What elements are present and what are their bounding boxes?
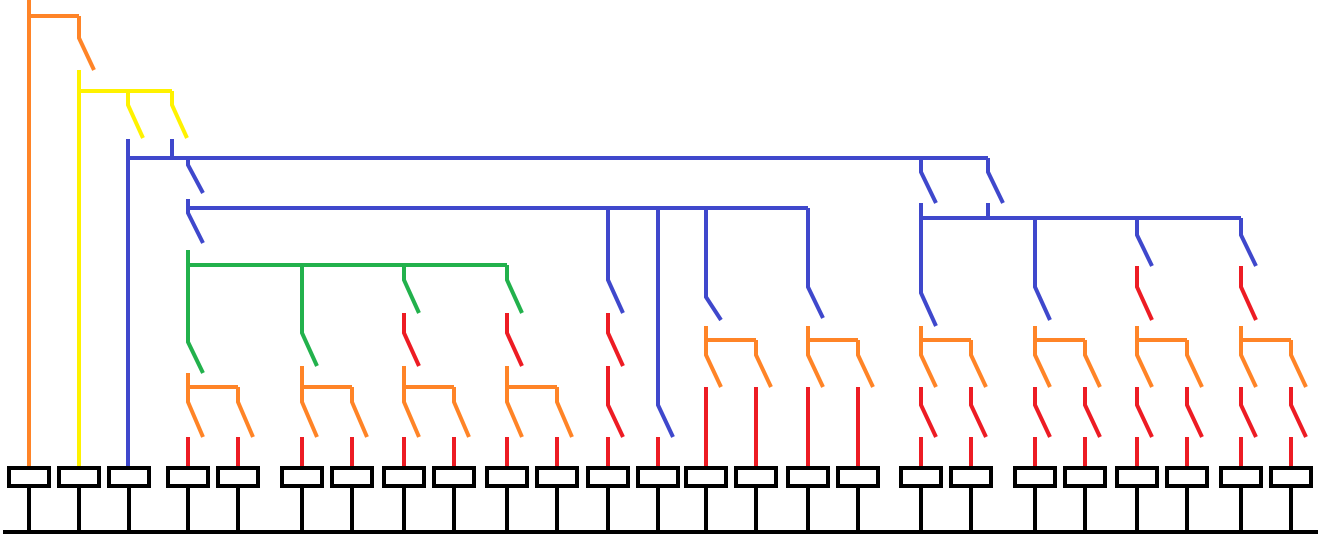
switch — [1289, 387, 1308, 438]
terminal-block — [836, 466, 880, 488]
switch — [1135, 387, 1154, 438]
switch — [919, 387, 938, 438]
terminal-block — [899, 466, 943, 488]
busbar — [1033, 326, 1085, 342]
switch — [1135, 266, 1154, 321]
busbar — [806, 326, 858, 342]
switch — [505, 387, 524, 438]
busbar — [505, 366, 557, 389]
switch — [1185, 387, 1204, 438]
switch — [236, 387, 255, 438]
terminal-block — [1269, 466, 1313, 488]
switch — [806, 208, 825, 319]
terminal-block — [1165, 466, 1209, 488]
terminal-block — [1013, 466, 1057, 488]
switch — [754, 340, 773, 388]
switch — [806, 340, 825, 388]
switch — [704, 340, 723, 388]
terminal-block — [382, 466, 426, 488]
switch — [986, 158, 1005, 204]
switch — [919, 203, 938, 327]
switch — [505, 265, 524, 314]
terminal-block — [734, 466, 778, 488]
switch — [300, 265, 319, 367]
terminal-block — [330, 466, 374, 488]
terminal-block — [535, 466, 579, 488]
switch — [969, 340, 988, 388]
switch — [402, 387, 421, 438]
terminal-block — [166, 466, 210, 488]
busbar — [919, 326, 971, 342]
switch — [77, 16, 96, 71]
switch — [919, 158, 938, 204]
switch — [606, 313, 625, 367]
terminal-block — [949, 466, 993, 488]
terminal-block — [684, 466, 728, 488]
switch — [1033, 340, 1052, 388]
switch — [1135, 218, 1154, 267]
terminal-block — [485, 466, 529, 488]
switch — [856, 340, 875, 388]
switch — [606, 366, 625, 438]
switch — [126, 91, 145, 139]
busbar — [402, 366, 454, 389]
terminal-block — [107, 466, 151, 488]
switch — [606, 208, 625, 314]
busbar — [300, 366, 352, 389]
terminal-block — [280, 466, 324, 488]
switch — [402, 265, 421, 314]
switch — [1239, 387, 1258, 438]
switch — [452, 387, 471, 438]
switch — [402, 313, 421, 367]
busbar — [704, 326, 756, 342]
busbar — [1239, 326, 1291, 342]
switch — [1239, 266, 1258, 321]
terminal-block — [786, 466, 830, 488]
terminal-block — [216, 466, 260, 488]
switch — [1083, 387, 1102, 438]
terminal-block — [7, 466, 51, 488]
terminal-block — [586, 466, 630, 488]
switch — [1185, 340, 1204, 388]
busbar — [186, 373, 238, 389]
switch — [969, 387, 988, 438]
switch — [704, 208, 723, 322]
switch — [186, 199, 205, 244]
switch — [1083, 340, 1102, 388]
switch — [186, 387, 205, 438]
switch — [186, 250, 205, 374]
switch — [1033, 387, 1052, 438]
switch — [186, 158, 205, 194]
switch — [170, 91, 189, 139]
switch — [555, 387, 574, 438]
switch — [1033, 218, 1052, 321]
terminal-block — [1115, 466, 1159, 488]
switch — [350, 387, 369, 438]
switch — [1289, 340, 1308, 388]
switch — [656, 208, 675, 438]
terminal-block — [1063, 466, 1107, 488]
switch — [300, 387, 319, 438]
switch — [1239, 218, 1258, 267]
terminal-block — [636, 466, 680, 488]
switch — [505, 313, 524, 367]
terminal-block — [57, 466, 101, 488]
terminal-block — [432, 466, 476, 488]
switch — [1239, 340, 1258, 388]
busbar — [1135, 326, 1187, 342]
switch — [919, 340, 938, 388]
terminal-block — [1219, 466, 1263, 488]
switch — [1135, 340, 1154, 388]
